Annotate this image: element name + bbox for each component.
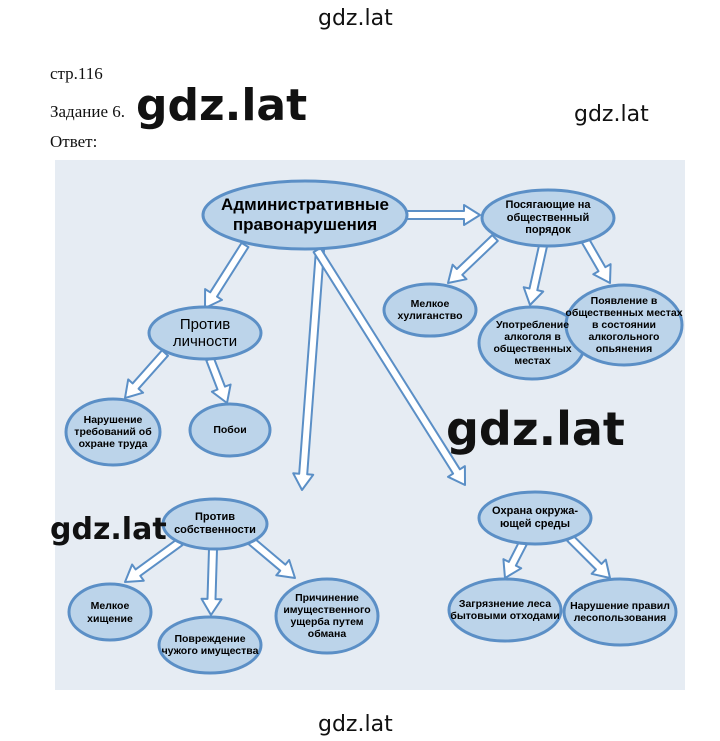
arrow-property-to-petty-theft	[124, 537, 184, 583]
node-fraud-damage: Причинение имущественного ущерба путем о…	[283, 591, 371, 641]
watermark-large-middle: gdz.lat	[446, 402, 625, 456]
arrow-property-to-damage	[200, 547, 223, 616]
answer-label: Ответ:	[50, 132, 98, 151]
arrow-root-to-environment	[312, 246, 466, 486]
task-label: Задание 6.	[50, 102, 125, 121]
labor-safety-ellipse	[64, 397, 162, 467]
property-damage-ellipse	[157, 615, 263, 675]
watermark-large-left: gdz.lat	[50, 512, 167, 547]
arrow-person-to-beatings	[205, 356, 232, 404]
node-appearance-drunk: Появление в общественных местах в состоя…	[565, 294, 683, 356]
node-forest-pollution: Загрязнение леса бытовыми отходами	[450, 597, 560, 622]
petty-hooliganism-ellipse	[382, 282, 478, 338]
node-petty-theft: Мелкое хищение	[87, 600, 133, 625]
environment-ellipse	[477, 490, 593, 546]
arrow-root-to-against-person	[204, 241, 250, 309]
appearance-drunk-ellipse	[564, 283, 684, 367]
node-public-order: Посягающие на общественный порядок	[505, 199, 591, 237]
against-person-ellipse	[147, 305, 263, 361]
arrow-public-to-appearance	[580, 237, 612, 284]
arrow-person-to-labor-safety	[124, 349, 169, 399]
node-petty-hooliganism: Мелкое хулиганство	[397, 297, 463, 322]
beatings-ellipse	[188, 402, 272, 458]
forest-pollution-ellipse	[447, 577, 563, 643]
node-beatings: Побои	[213, 423, 247, 436]
root-ellipse	[201, 179, 409, 251]
arrow-property-to-fraud	[246, 535, 296, 579]
fraud-damage-ellipse	[274, 577, 380, 655]
arrow-root-to-against-property	[292, 248, 325, 491]
petty-theft-ellipse	[67, 582, 153, 642]
node-against-person: Против личности	[172, 315, 238, 350]
node-property-damage: Повреждение чужого имущества	[161, 632, 259, 657]
concept-diagram: Административные правонарушения Посягающ…	[55, 160, 685, 690]
arrow-public-to-hooliganism	[447, 234, 499, 284]
arrow-root-to-public-order	[406, 204, 481, 226]
arrow-environment-to-pollution	[502, 540, 528, 579]
watermark-right: gdz.lat	[574, 102, 649, 127]
node-alcohol-public: Употребление алкоголя в общественных мес…	[493, 318, 572, 368]
node-root: Административные правонарушения	[221, 195, 389, 234]
node-against-property: Против собственности	[174, 511, 256, 536]
arrow-public-to-alcohol	[522, 244, 548, 306]
watermark-large-top: gdz.lat	[136, 80, 308, 131]
page-number: стр.116	[50, 64, 103, 83]
forest-rules-ellipse	[562, 577, 678, 647]
against-property-ellipse	[161, 497, 269, 551]
node-environment: Охрана окружа-ющей среды	[491, 505, 579, 530]
node-labor-safety: Нарушение требований об охране труда	[74, 413, 152, 451]
diagram-arrows	[64, 179, 684, 675]
watermark-top: gdz.lat	[318, 6, 393, 31]
arrow-environment-to-rules	[566, 534, 611, 579]
public-order-ellipse	[480, 188, 616, 248]
watermark-bottom: gdz.lat	[318, 712, 393, 737]
node-forest-rules: Нарушение правил лесопользования	[570, 599, 670, 624]
